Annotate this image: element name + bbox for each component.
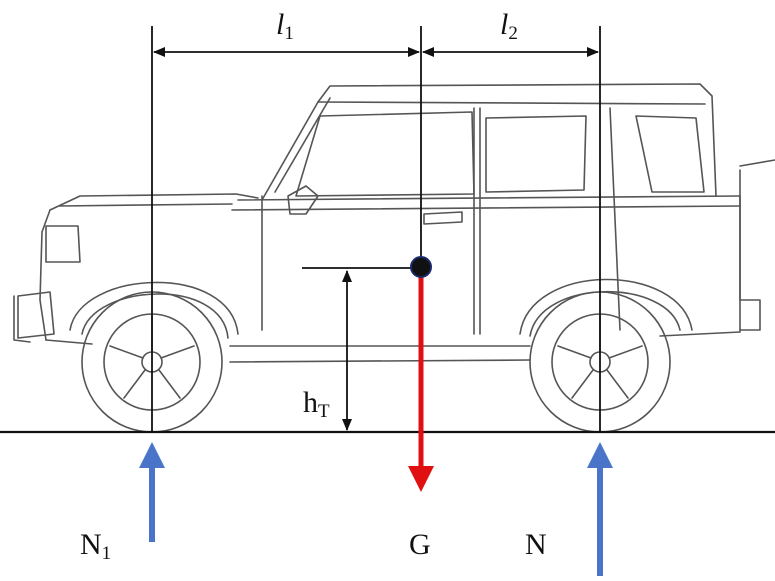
label-n1-subscript: 1 [101,543,112,564]
label-ht-base: h [303,386,318,419]
label-l2-base: l [500,8,509,41]
label-n: N [525,528,547,561]
label-g: G [409,528,431,561]
label-l1-subscript: 1 [284,23,294,44]
label-l1-base: l [276,8,285,41]
label-l2-subscript: 2 [508,23,518,44]
label-ht-subscript: T [318,401,330,422]
center-of-gravity-dot [410,256,432,278]
label-l1: l1 [276,8,294,44]
vehicle-drawing [13,83,775,433]
label-l2: l2 [500,8,518,44]
label-n1-base: N [80,528,102,561]
label-n1: N1 [80,528,112,564]
label-ht: hT [303,386,330,422]
